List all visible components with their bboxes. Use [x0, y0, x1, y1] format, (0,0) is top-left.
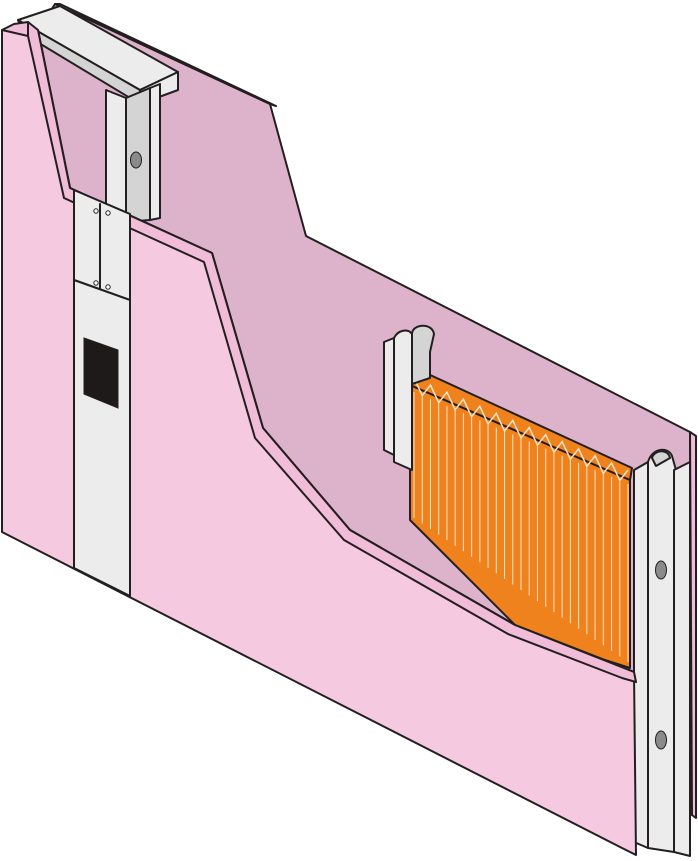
- middle-stud-curl: [411, 324, 435, 385]
- middle-stud-web: [383, 337, 395, 456]
- insulation-zigzag-edge: [413, 377, 629, 482]
- right-stud-curl: [651, 450, 671, 467]
- insulation-fibres: [413, 392, 629, 662]
- service-plate-hole-2: [105, 210, 111, 216]
- right-stud-screw-lower: [655, 730, 667, 750]
- service-plate-hole-1: [93, 208, 99, 214]
- outer-board-cut-edge: [27, 21, 637, 683]
- service-box-opening: [83, 337, 119, 409]
- right-stud: [633, 448, 691, 857]
- insulation-panel: [409, 373, 633, 669]
- middle-stud-flange: [393, 329, 413, 471]
- service-plate-hole-4: [105, 284, 111, 290]
- left-stud-lip: [149, 83, 161, 221]
- service-plate-hole-3: [93, 280, 99, 286]
- left-stud: [105, 83, 161, 223]
- inner-board-top-edge: [54, 3, 277, 107]
- outer-board-layer: [1, 21, 637, 856]
- inner-board-right-edge: [689, 431, 697, 819]
- right-stud-flange: [647, 448, 677, 853]
- left-stud-screw: [130, 151, 142, 169]
- middle-stud: [383, 324, 435, 471]
- outer-board-left-edge: [1, 21, 29, 37]
- right-stud-lip: [673, 461, 691, 857]
- service-box-body: [73, 279, 131, 597]
- service-box: [73, 189, 131, 597]
- left-stud-web: [105, 89, 127, 223]
- right-stud-screw-upper: [655, 560, 667, 580]
